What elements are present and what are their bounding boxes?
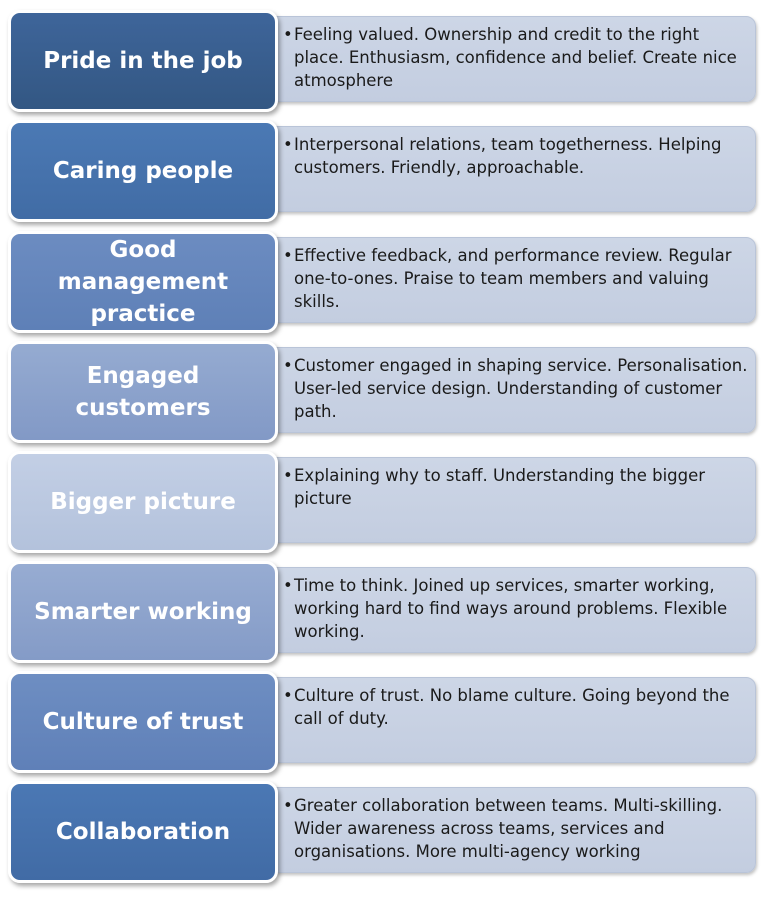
label-box: Engaged customers [8,341,278,443]
item-title: Engaged customers [75,363,211,421]
item-title: Pride in the job [43,48,243,74]
item-title: Caring people [52,158,234,184]
label-box: Bigger picture [8,451,278,553]
item-title: Smarter working [34,599,252,625]
description-text: Customer engaged in shaping service. Per… [294,356,748,421]
description-text: Culture of trust. No blame culture. Goin… [294,686,730,728]
item-row-smarter: • Time to think. Joined up services, sma… [0,561,762,671]
description-box: • Customer engaged in shaping service. P… [268,347,756,433]
label-box: Smarter working [8,561,278,663]
description-box: • Interpersonal relations, team together… [268,126,756,212]
item-row-caring: • Interpersonal relations, team together… [0,120,762,230]
item-row-pride: • Feeling valued. Ownership and credit t… [0,10,762,120]
description-box: • Feeling valued. Ownership and credit t… [268,16,756,102]
description-box: • Culture of trust. No blame culture. Go… [268,677,756,763]
label-box: Culture of trust [8,671,278,773]
description-text: Effective feedback, and performance revi… [294,246,732,311]
description-box: • Explaining why to staff. Understanding… [268,457,756,543]
description-text: Greater collaboration between teams. Mul… [294,796,723,861]
label-box: Caring people [8,120,278,222]
bullet: • [283,135,293,154]
bullet: • [283,796,293,815]
description-box: • Effective feedback, and performance re… [268,237,756,323]
item-title: Good management practice [57,237,229,327]
label-box: Good management practice [8,231,278,333]
bullet: • [283,356,293,375]
description-text: Interpersonal relations, team togetherne… [294,135,722,177]
item-title: Culture of trust [42,709,244,735]
item-row-trust: • Culture of trust. No blame culture. Go… [0,671,762,781]
label-box: Collaboration [8,781,278,883]
bullet: • [283,466,293,485]
bullet: • [283,576,293,595]
item-row-engaged: • Customer engaged in shaping service. P… [0,341,762,451]
description-box: • Time to think. Joined up services, sma… [268,567,756,653]
description-text: Explaining why to staff. Understanding t… [294,466,706,508]
item-row-bigger-picture: • Explaining why to staff. Understanding… [0,451,762,561]
item-row-collaboration: • Greater collaboration between teams. M… [0,781,762,891]
item-title: Bigger picture [50,489,236,515]
bullet: • [283,246,293,265]
description-box: • Greater collaboration between teams. M… [268,787,756,873]
item-row-management: • Effective feedback, and performance re… [0,231,762,341]
description-text: Time to think. Joined up services, smart… [294,576,728,641]
bullet: • [283,686,293,705]
item-title: Collaboration [55,819,231,845]
description-text: Feeling valued. Ownership and credit to … [294,25,737,90]
label-box: Pride in the job [8,10,278,112]
bullet: • [283,25,293,44]
